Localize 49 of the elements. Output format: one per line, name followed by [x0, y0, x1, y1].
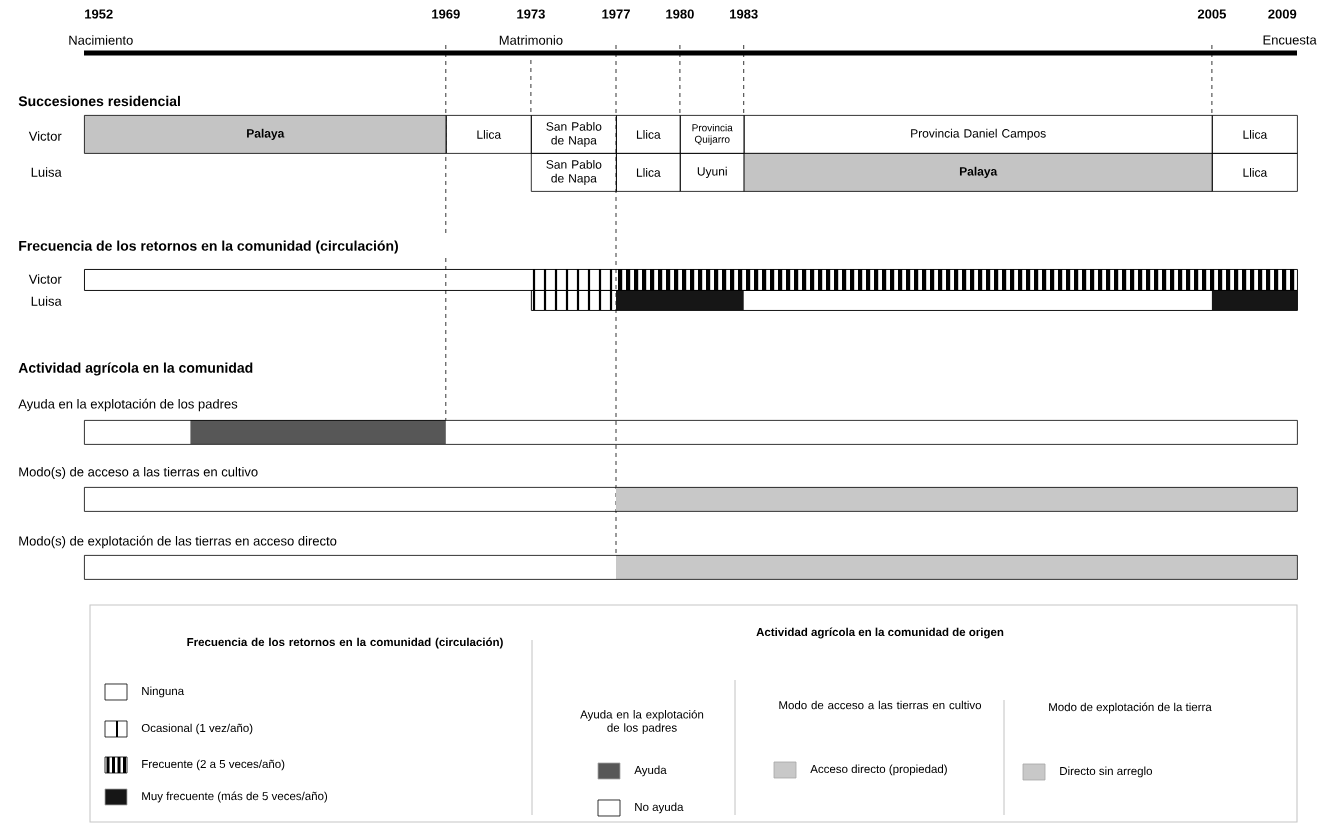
year-label: 2009: [1268, 9, 1297, 19]
residence-cell: Llica: [616, 153, 681, 192]
person-label: Victor: [28, 131, 62, 141]
legend-heading: Actividad agrícola en la comunidad de origen: [756, 627, 1004, 639]
node-label: Modo(s) de explotación de las tierras en acceso directo: [19, 535, 337, 549]
event-label: Encuesta: [1263, 35, 1317, 45]
residence-cell: Provincia Quijarro: [679, 115, 745, 154]
legend-label: Muy frecuente (más de 5 veces/año): [142, 791, 328, 803]
residence-cell: Llica: [1211, 153, 1298, 192]
year-label: 1952: [85, 9, 113, 19]
event-label: Matrimonio: [499, 35, 563, 45]
legend-heading: Frecuencia de los retornos en la comunidad (circulación): [187, 637, 503, 649]
legend-label: Ayuda: [634, 765, 667, 777]
legend-label: Ninguna: [142, 686, 185, 698]
year-label: 1977: [602, 9, 630, 19]
frequency-bar: [530, 290, 1298, 311]
legend-label: Frecuente (2 a 5 veces/año): [142, 759, 285, 771]
person-label: Victor: [28, 274, 62, 284]
frequency-bar: [84, 269, 1298, 291]
legend-heading: Modo de acceso a las tierras en cultivo: [779, 700, 982, 710]
activity-bar: Modo(s) de acceso a las tierras en cultivo: [19, 466, 1298, 512]
residence-cell: Palaya: [743, 153, 1213, 192]
year-label: 2005: [1197, 9, 1226, 19]
year-label: 1983: [730, 9, 758, 19]
activity-bar: Modo(s) de explotación de las tierras en acceso directo: [19, 535, 1298, 580]
residence-cell: San Pablo de Napa: [530, 153, 617, 192]
residence-cell: Palaya: [84, 115, 447, 154]
year-label: 1973: [517, 9, 545, 19]
residence-cell: San Pablo de Napa: [530, 115, 617, 154]
section-heading: Succesiones residencial: [18, 95, 180, 107]
section-heading: Actividad agrícola en la comunidad: [18, 362, 253, 376]
person-label: Luisa: [31, 167, 62, 177]
node-label: Ayuda en la explotación de los padres: [18, 398, 238, 412]
section-heading: Frecuencia de los retornos en la comunidad (circulación): [19, 240, 398, 254]
year-label: 1980: [666, 9, 694, 19]
activity-bar: Ayuda en la explotación de los padres: [18, 398, 1298, 445]
residence-cell: Llica: [445, 115, 532, 154]
person-label: Luisa: [31, 296, 62, 306]
legend-label: Acceso directo (propiedad): [810, 764, 947, 776]
legend-heading: Modo de explotación de la tierra: [1049, 702, 1212, 714]
year-label: 1969: [432, 9, 460, 19]
legend-label: Directo sin arreglo: [1060, 766, 1153, 778]
legend-label: No ayuda: [635, 802, 684, 814]
event-label: Nacimiento: [69, 35, 133, 45]
legend-heading: Ayuda en la explotación de los padres: [580, 709, 704, 735]
residence-cell: Llica: [1211, 115, 1298, 154]
node-label: Modo(s) de acceso a las tierras en cultivo: [19, 466, 258, 480]
residence-cell: Llica: [616, 115, 681, 154]
legend-label: Ocasional (1 vez/año): [141, 723, 253, 735]
